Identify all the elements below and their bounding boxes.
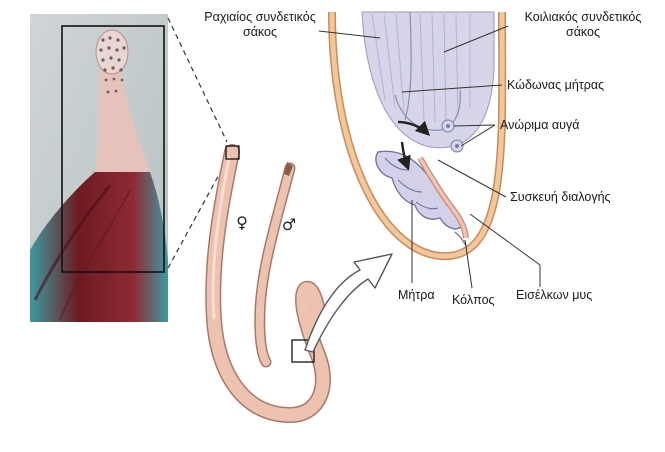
label-vagina: Κόλπος: [452, 293, 495, 308]
label-ventral-ligament-sac: Κοιλιακός συνδετικός σάκος: [508, 10, 658, 40]
proboscis-photo: [30, 14, 168, 322]
label-retractor-muscle: Εισέλκων μυς: [516, 288, 592, 303]
female-symbol: ♀: [236, 213, 248, 232]
label-selector-apparatus: Συσκευή διαλογής: [510, 190, 611, 205]
label-uterus: Μήτρα: [398, 288, 435, 303]
male-symbol: ♂: [282, 215, 296, 234]
label-immature-eggs: Ανώριμα αυγά: [500, 118, 579, 133]
label-uterine-bell: Κώδωνας μήτρας: [507, 78, 604, 93]
male-worm: [260, 162, 293, 362]
posterior-section: [332, 12, 502, 256]
label-dorsal-ligament-sac: Ραχιαίος συνδετικός σάκος: [196, 10, 324, 40]
